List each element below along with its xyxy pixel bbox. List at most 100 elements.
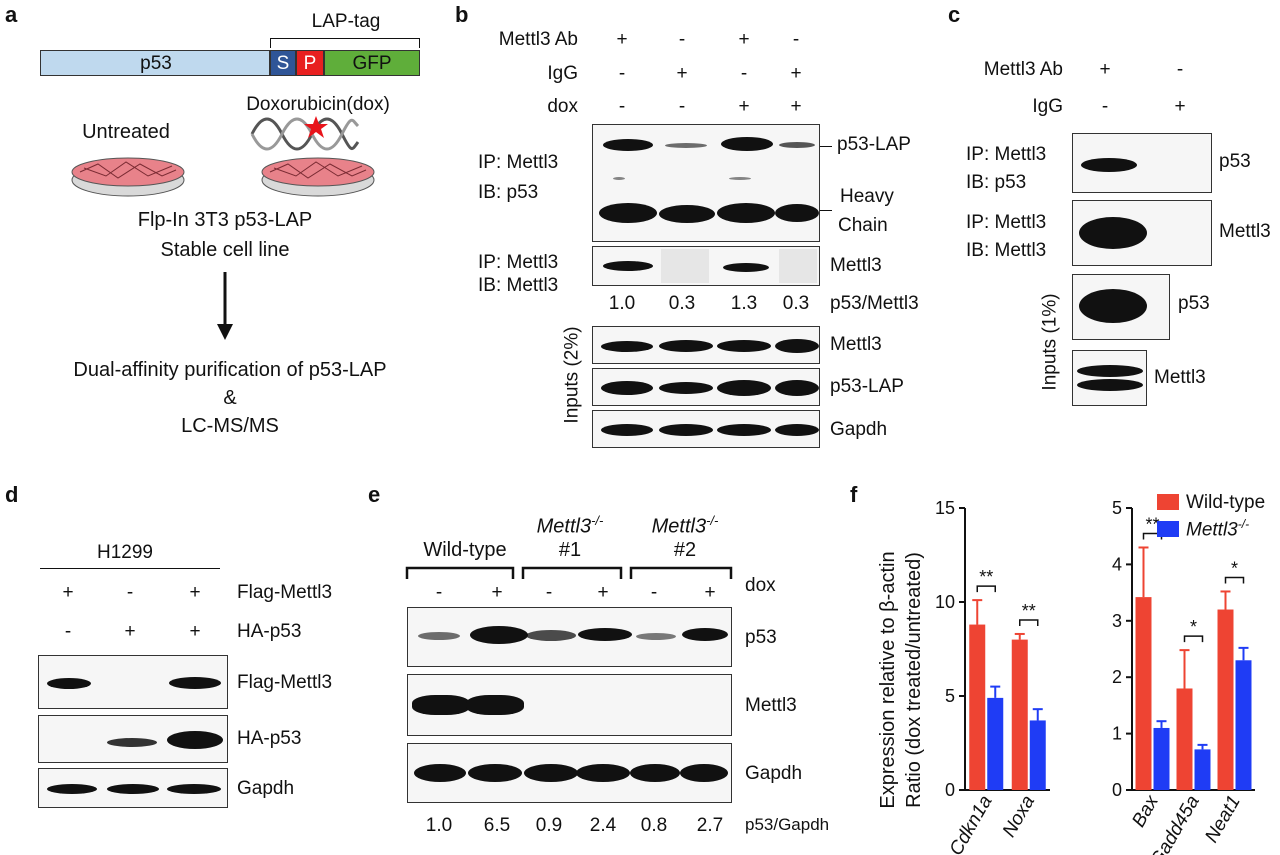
b-row-label-dox: dox: [547, 96, 578, 117]
f-y-tick-label: 1: [1112, 724, 1122, 744]
f-sig-stars: *: [1231, 558, 1238, 578]
e-group-ko1-num: #1: [558, 539, 582, 561]
c-ip1-label-b: IB: p53: [966, 172, 1027, 193]
c-input-label-mettl3: Mettl3: [1154, 367, 1206, 388]
e-ratio: 2.4: [589, 815, 617, 836]
c-label-mettl3: Mettl3: [1219, 221, 1271, 242]
c-sign: +: [1099, 59, 1111, 80]
e-group-brackets: [405, 566, 733, 579]
d-row-label-ha: HA-p53: [237, 621, 302, 642]
e-group-ko2-name: Mettl3-/-: [652, 514, 719, 537]
doxorubicin-label: Doxorubicin(dox): [246, 94, 390, 115]
b-blot-ip-p53: [592, 124, 820, 242]
f-y-tick-label: 15: [935, 498, 955, 518]
f-y-tick-label: 0: [945, 780, 955, 800]
e-ratio: 1.0: [425, 815, 453, 836]
b-ratio: 1.0: [608, 293, 636, 314]
f-bar: [1029, 720, 1046, 790]
d-blot-label-ha: HA-p53: [237, 728, 302, 749]
b-sign: -: [740, 63, 748, 84]
d-sign: -: [64, 621, 72, 642]
e-dox-label: dox: [745, 575, 776, 596]
b-ratio: 0.3: [782, 293, 810, 314]
c-row-label-mettl3ab: Mettl3 Ab: [983, 59, 1063, 80]
e-blot-label-mettl3: Mettl3: [745, 695, 797, 716]
f-category-label: Bax: [1128, 791, 1163, 831]
f-category-label: Cdkn1a: [946, 792, 997, 855]
lap-tag-bracket: [270, 38, 420, 39]
c-blot-ip-mettl3: [1072, 200, 1212, 266]
construct-s-segment: S: [270, 50, 296, 76]
f-sig-stars: **: [1145, 514, 1159, 534]
d-blot-ha: [38, 715, 228, 763]
legend-label-mettl3ko-text: Mettl3: [1186, 519, 1238, 541]
panel-label-f: f: [850, 482, 858, 507]
e-group-ko2-text: Mettl3: [651, 515, 707, 538]
panel-label-d: d: [5, 482, 19, 507]
c-blot-ip-p53: [1072, 133, 1212, 193]
b-ip2-label-b: IB: Mettl3: [478, 275, 559, 296]
f-sig-bracket: [1183, 635, 1204, 643]
e-blot-label-p53: p53: [745, 627, 777, 648]
panel-label-a: a: [5, 2, 18, 27]
b-inputs-label: Inputs (2%): [561, 326, 583, 424]
legend-label-wildtype: Wild-type: [1186, 492, 1266, 513]
legend-label-mettl3ko-sup: -/-: [1237, 517, 1250, 531]
d-sign: +: [189, 582, 201, 603]
e-ratio-label: p53/Gapdh: [745, 815, 830, 834]
e-blot-gapdh: [407, 743, 732, 803]
c-sign: -: [1101, 96, 1109, 117]
e-dox-sign: -: [435, 582, 443, 603]
b-label-heavy: Heavy: [840, 186, 894, 207]
d-blot-label-flag: Flag-Mettl3: [237, 672, 333, 693]
e-ratio: 0.9: [535, 815, 563, 836]
c-ip2-label-b: IB: Mettl3: [966, 240, 1047, 261]
construct-gfp-text: GFP: [352, 53, 392, 74]
e-ratio: 6.5: [483, 815, 511, 836]
purification-label-1: Dual-affinity purification of p53-LAP: [73, 359, 387, 381]
b-sign: +: [616, 29, 628, 50]
b-ratio: 1.3: [730, 293, 758, 314]
d-blot-gapdh: [38, 768, 228, 808]
f-bar: [1135, 597, 1152, 790]
b-blot-input-p53lap: [592, 368, 820, 406]
f-sig-stars: **: [1022, 601, 1036, 621]
d-sign: -: [126, 582, 134, 603]
e-dox-sign: -: [650, 582, 658, 603]
f-sig-bracket: [976, 585, 996, 593]
e-group-ko1-text: Mettl3: [536, 515, 592, 538]
b-input-label-p53lap: p53-LAP: [830, 376, 904, 397]
b-sign: -: [618, 96, 626, 117]
c-ip2-label-a: IP: Mettl3: [966, 212, 1047, 233]
f-sig-stars: *: [1190, 617, 1197, 637]
c-label-p53: p53: [1219, 151, 1251, 172]
e-group-wt: Wild-type: [423, 539, 507, 561]
f-bar: [987, 697, 1004, 790]
b-blot-input-gapdh: [592, 410, 820, 448]
c-inputs-label: Inputs (1%): [1039, 293, 1061, 391]
legend-swatch-wildtype: [1157, 494, 1179, 510]
b-sign: -: [678, 96, 686, 117]
e-group-ko2-sup: -/-: [706, 513, 719, 528]
b-sign: +: [790, 63, 802, 84]
panel-label-c: c: [948, 2, 961, 27]
treated-dish-icon: [261, 157, 375, 197]
legend-swatch-mettl3ko: [1157, 521, 1179, 537]
c-blot-input-mettl3: [1072, 350, 1147, 406]
f-category-label: Neat1: [1201, 792, 1245, 846]
lap-tag-label: LAP-tag: [311, 11, 381, 32]
f-bar: [1176, 688, 1193, 790]
e-group-ko1-name: Mettl3-/-: [537, 514, 604, 537]
f-y-tick-label: 4: [1112, 554, 1122, 574]
e-blot-p53: [407, 607, 732, 667]
c-sign: +: [1174, 96, 1186, 117]
e-blot-label-gapdh: Gapdh: [745, 763, 803, 784]
f-bar: [1011, 639, 1028, 790]
b-row-label-mettl3ab: Mettl3 Ab: [498, 29, 578, 50]
construct-s-text: S: [276, 53, 290, 74]
arrow-down-icon: [217, 272, 233, 340]
untreated-dish-icon: [71, 157, 185, 197]
b-row-label-igg: IgG: [547, 63, 578, 84]
b-input-label-mettl3: Mettl3: [830, 334, 882, 355]
c-blot-input-p53: [1072, 274, 1170, 340]
